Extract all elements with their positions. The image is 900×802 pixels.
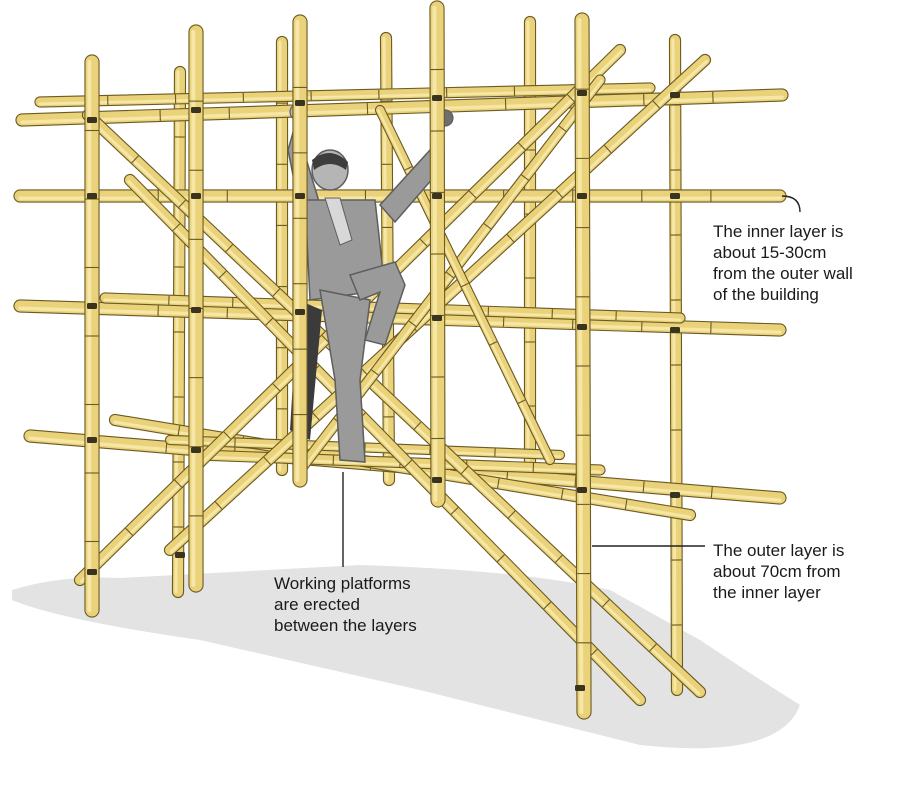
binding-knot [191,107,201,113]
binding-knot [670,327,680,333]
binding-knot [295,193,305,199]
outer-layer-line-3: the inner layer [713,582,844,603]
binding-knot [87,117,97,123]
binding-knot [175,552,185,558]
binding-knot [577,324,587,330]
outer-layer-line-1: The outer layer is [713,540,844,561]
outer-layer-note: The outer layer is about 70cm from the i… [713,540,844,603]
inner-layer-line-2: about 15-30cm [713,242,853,263]
binding-knot [87,569,97,575]
binding-knot [295,100,305,106]
worker-climbing-icon [288,104,453,462]
binding-knot [670,492,680,498]
binding-knot [670,193,680,199]
platforms-line-1: Working platforms [274,573,417,594]
binding-knot [295,309,305,315]
binding-knot [670,92,680,98]
binding-knot [432,193,442,199]
binding-knot [577,90,587,96]
inner-standard [670,40,682,690]
binding-knot [191,447,201,453]
binding-knot [432,477,442,483]
inner-layer-note: The inner layer is about 15-30cm from th… [713,221,853,305]
binding-knot [191,193,201,199]
inner-layer-line-1: The inner layer is [713,221,853,242]
outer-standard [294,22,307,480]
outer-standard [576,20,591,712]
inner-standard [173,72,184,592]
platforms-note: Working platforms are erected between th… [274,573,417,636]
binding-knot [87,303,97,309]
outer-layer-line-2: about 70cm from [713,561,844,582]
binding-knot [432,95,442,101]
binding-knot [87,437,97,443]
inner-layer-line-4: of the building [713,284,853,305]
binding-knot [432,315,442,321]
binding-knot [577,193,587,199]
platforms-line-3: between the layers [274,615,417,636]
outer-standard [86,62,99,610]
platforms-line-2: are erected [274,594,417,615]
inner-layer-line-3: from the outer wall [713,263,853,284]
binding-knot [575,685,585,691]
binding-knot [87,193,97,199]
outer-standard [431,8,445,500]
binding-knot [577,487,587,493]
binding-knot [191,307,201,313]
